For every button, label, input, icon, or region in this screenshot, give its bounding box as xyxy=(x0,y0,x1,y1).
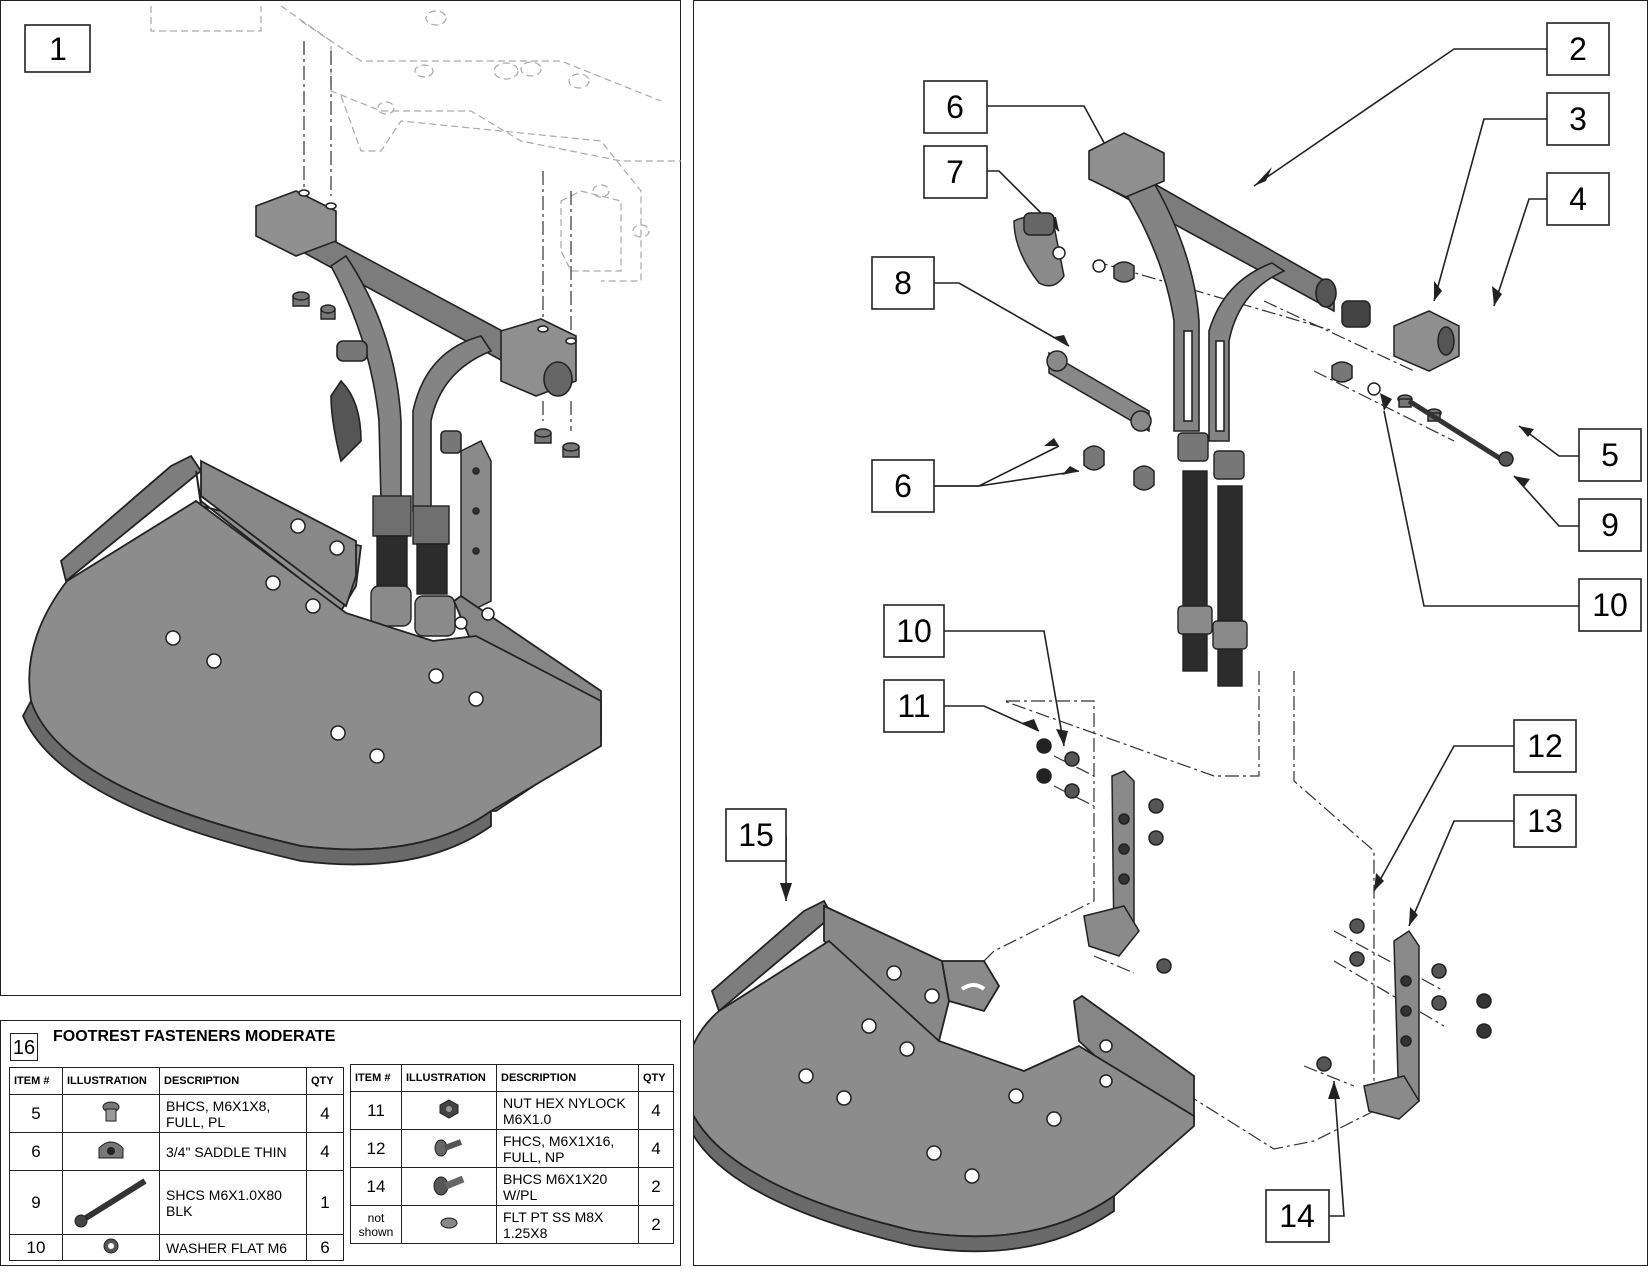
col-qty: QTY xyxy=(306,1067,344,1095)
set-screw-icon xyxy=(401,1205,497,1244)
col-description: DESCRIPTION xyxy=(159,1067,307,1095)
item-number: not shown xyxy=(350,1205,402,1244)
callout-box-1 xyxy=(24,24,91,73)
hanger-crossbar xyxy=(1088,132,1337,442)
saddle-icon xyxy=(62,1132,160,1171)
qty: 1 xyxy=(306,1170,344,1235)
item-number: 10 xyxy=(9,1234,63,1261)
callout-1: 1 xyxy=(49,31,67,67)
item-number: 14 xyxy=(350,1167,402,1206)
parts-table-panel: 16 FOOTREST FASTENERS MODERATE ITEM # IL… xyxy=(0,1020,681,1266)
table-row: 5 BHCS, M6X1X8, FULL, PL 4 xyxy=(9,1094,344,1133)
table-header-row: ITEM # ILLUSTRATION DESCRIPTION QTY xyxy=(350,1064,674,1092)
callout-13: 13 xyxy=(1527,803,1563,839)
mount-lines xyxy=(303,41,572,431)
item-number: 9 xyxy=(9,1170,63,1235)
parts-table-left: ITEM # ILLUSTRATION DESCRIPTION QTY 5 BH… xyxy=(9,1067,344,1261)
item-number: 11 xyxy=(350,1091,402,1130)
extension-tubes xyxy=(370,495,456,637)
parts-table-right: ITEM # ILLUSTRATION DESCRIPTION QTY 11 N… xyxy=(350,1064,674,1244)
arrowheads xyxy=(780,167,1534,1099)
qty: 4 xyxy=(306,1132,344,1171)
table-row: not shown FLT PT SS M8X 1.25X8 2 xyxy=(350,1205,674,1244)
description: FLT PT SS M8X 1.25X8 xyxy=(496,1205,639,1244)
crossbar xyxy=(255,189,577,397)
callout-10a: 10 xyxy=(1592,587,1628,623)
col-item: ITEM # xyxy=(9,1067,63,1095)
callout-labels: 2 3 4 5 9 10 6 7 8 6 10 11 12 13 14 15 xyxy=(738,31,1628,1234)
table-row: 11 NUT HEX NYLOCK M6X1.0 4 xyxy=(350,1091,674,1130)
description: NUT HEX NYLOCK M6X1.0 xyxy=(496,1091,639,1130)
parts-table-number: 16 xyxy=(10,1033,38,1061)
item-number: 6 xyxy=(9,1132,63,1171)
lever-link xyxy=(1013,212,1381,491)
bhcs-screw-icon xyxy=(62,1094,160,1133)
bhcs-screws xyxy=(292,291,580,458)
long-bolt-icon xyxy=(62,1170,160,1235)
callout-3: 3 xyxy=(1569,101,1587,137)
col-illustration: ILLUSTRATION xyxy=(401,1064,497,1092)
callout-14: 14 xyxy=(1279,1198,1315,1234)
callout-5: 5 xyxy=(1601,437,1619,473)
col-qty: QTY xyxy=(638,1064,674,1092)
qty: 6 xyxy=(306,1234,344,1261)
description: WASHER FLAT M6 xyxy=(159,1234,307,1261)
table-row: 10 WASHER FLAT M6 6 xyxy=(9,1234,344,1261)
callout-8: 8 xyxy=(894,265,912,301)
hex-nut-icon xyxy=(401,1091,497,1130)
middle-bracket xyxy=(1036,738,1172,974)
assembled-footrest-drawing: 1 xyxy=(22,5,681,866)
table-row: 12 FHCS, M6X1X16, FULL, NP 4 xyxy=(350,1129,674,1168)
exploded-view-panel: 2 3 4 5 9 10 6 7 8 6 10 11 12 13 14 15 xyxy=(693,0,1648,1266)
description: FHCS, M6X1X16, FULL, NP xyxy=(496,1129,639,1168)
footplate-holes xyxy=(165,518,495,764)
exploded-footplate-holes xyxy=(798,965,1113,1184)
flat-washer-icon xyxy=(62,1234,160,1261)
table-row: 6 3/4" SADDLE THIN 4 xyxy=(9,1132,344,1171)
description: 3/4" SADDLE THIN xyxy=(159,1132,307,1171)
callout-7: 7 xyxy=(946,154,964,190)
callout-12: 12 xyxy=(1527,728,1563,764)
hanger-arms xyxy=(329,254,493,512)
table-row: 14 BHCS M6X1X20 W/PL 2 xyxy=(350,1167,674,1206)
qty: 4 xyxy=(638,1091,674,1130)
exploded-tubes xyxy=(1177,432,1248,687)
exploded-footrest-drawing: 2 3 4 5 9 10 6 7 8 6 10 11 12 13 14 15 xyxy=(694,22,1642,1253)
callout-2: 2 xyxy=(1569,31,1587,67)
right-bracket xyxy=(1316,918,1492,1120)
callout-6b: 6 xyxy=(894,468,912,504)
col-description: DESCRIPTION xyxy=(496,1064,639,1092)
callout-boxes xyxy=(725,22,1642,1243)
bhcs-long-screw-icon xyxy=(401,1167,497,1206)
description: BHCS, M6X1X8, FULL, PL xyxy=(159,1094,307,1133)
description: SHCS M6X1.0X80 BLK xyxy=(159,1170,307,1235)
callout-11: 11 xyxy=(897,688,930,724)
callout-4: 4 xyxy=(1569,181,1587,217)
callout-6a: 6 xyxy=(946,89,964,125)
qty: 4 xyxy=(638,1129,674,1168)
side-bracket xyxy=(460,439,492,612)
fhcs-screw-icon xyxy=(401,1129,497,1168)
leader-lines xyxy=(754,48,1579,1217)
item-number: 5 xyxy=(9,1094,63,1133)
qty: 2 xyxy=(638,1205,674,1244)
qty: 4 xyxy=(306,1094,344,1133)
callout-9: 9 xyxy=(1601,507,1619,543)
assembled-view-panel: 1 xyxy=(0,0,681,996)
parts-table-title: FOOTREST FASTENERS MODERATE xyxy=(53,1028,336,1045)
callout-15: 15 xyxy=(738,817,774,853)
qty: 2 xyxy=(638,1167,674,1206)
col-item: ITEM # xyxy=(350,1064,402,1092)
callout-10b: 10 xyxy=(896,613,932,649)
table-row: 9 SHCS M6X1.0X80 BLK 1 xyxy=(9,1170,344,1235)
frame-ghost xyxy=(150,5,681,282)
col-illustration: ILLUSTRATION xyxy=(62,1067,160,1095)
item-number: 12 xyxy=(350,1129,402,1168)
table-header-row: ITEM # ILLUSTRATION DESCRIPTION QTY xyxy=(9,1067,344,1095)
end-parts xyxy=(1341,300,1514,467)
description: BHCS M6X1X20 W/PL xyxy=(496,1167,639,1206)
footplate xyxy=(22,454,602,866)
